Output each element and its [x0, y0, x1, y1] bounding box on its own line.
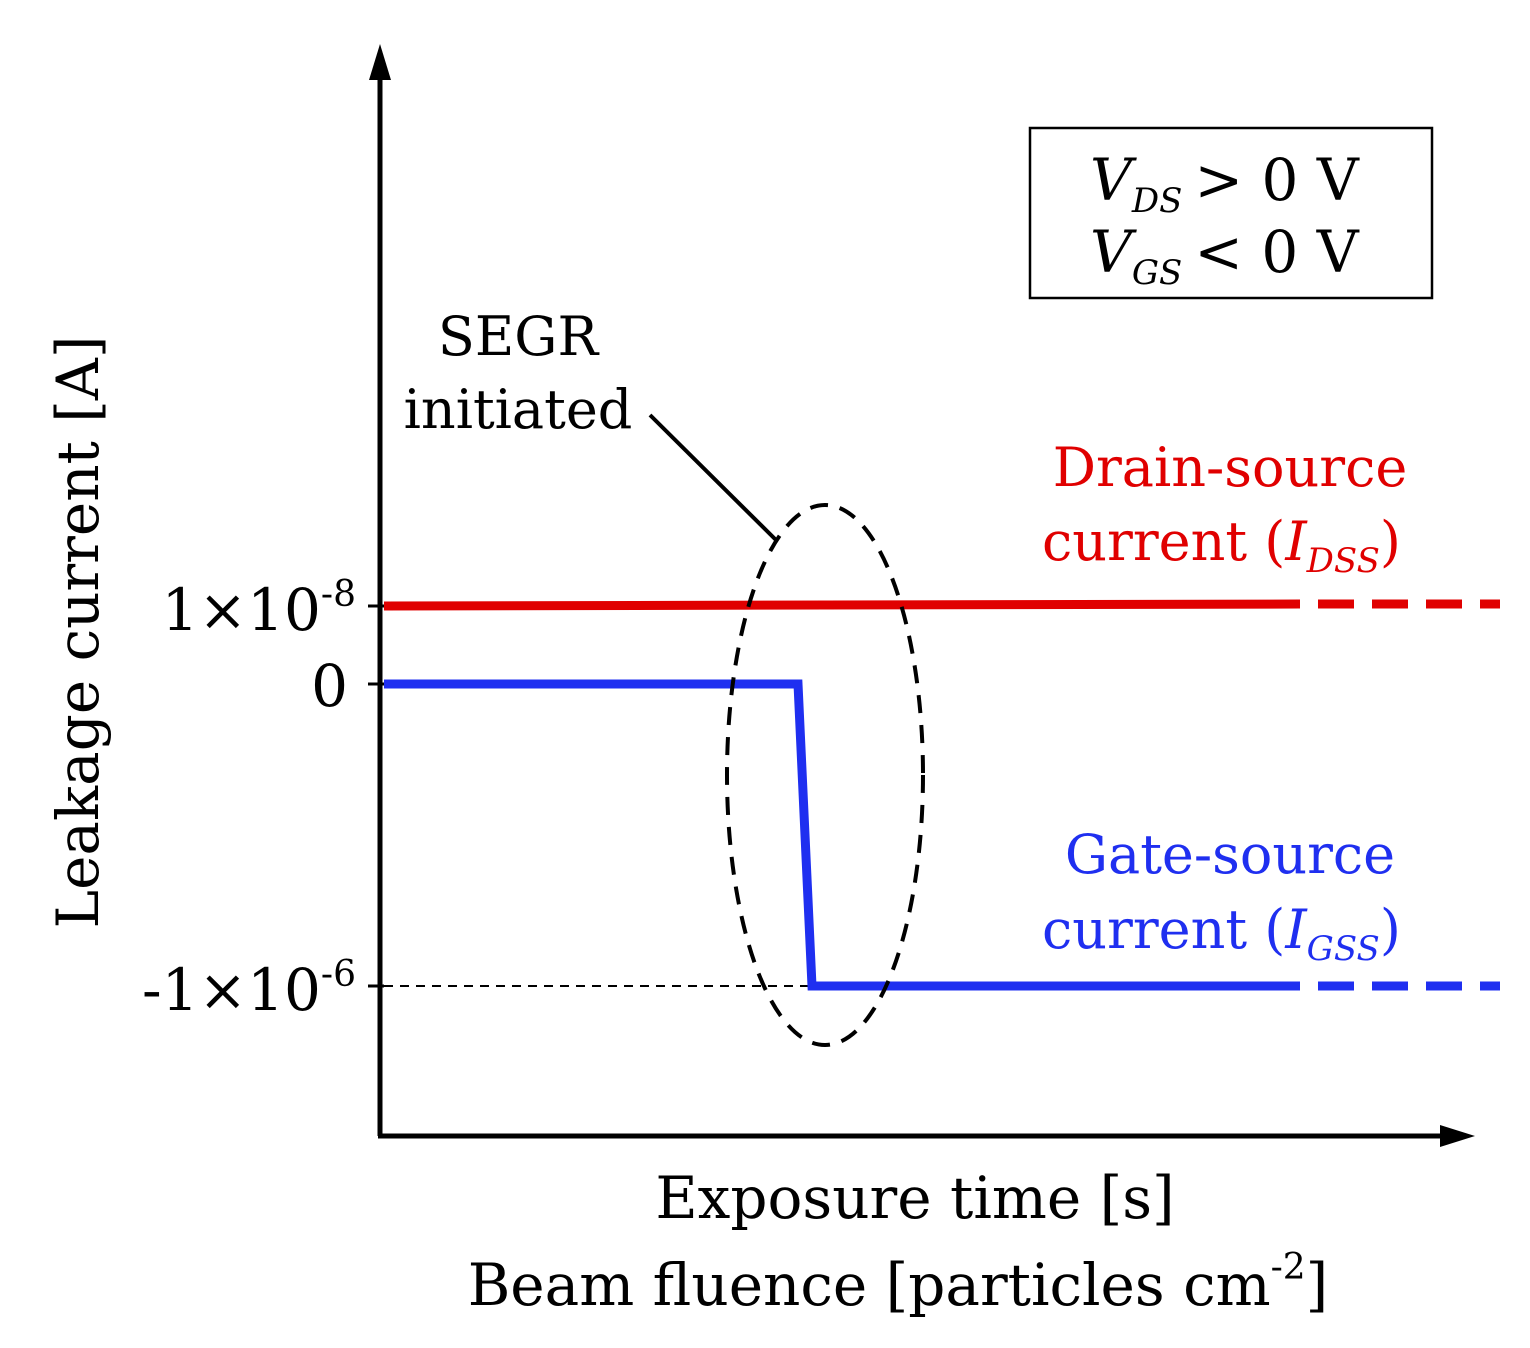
drain-source-line: [383, 599, 1301, 611]
drain-label-close: ): [1380, 510, 1401, 573]
gate-label-line1: Gate-source: [1065, 823, 1395, 886]
drain-label-line1: Drain-source: [1053, 436, 1408, 499]
x-axis-label-line2-exp: -2: [1271, 1247, 1306, 1288]
gate-label-line2: current (IGSS): [1042, 898, 1401, 969]
drain-label-text: current (: [1042, 510, 1285, 573]
gate-label-sub: GSS: [1307, 929, 1380, 969]
x-axis-label-line2-text: Beam fluence [particles cm: [468, 1251, 1271, 1319]
y-axis-label: Leakage current [A]: [44, 336, 112, 929]
gate-label-close: ): [1380, 898, 1401, 961]
condition-vds-symbol: V: [1090, 146, 1137, 214]
condition-vds-rel: > 0 V: [1194, 146, 1359, 214]
segr-leader-line: [648, 413, 778, 542]
y-axis-arrow-icon: [369, 44, 391, 80]
drain-label-sub: DSS: [1306, 541, 1380, 581]
y-tick-label-1e-8-exp: -8: [321, 574, 356, 615]
y-tick-label-neg-1e-6-exp: -6: [321, 954, 356, 995]
conditions-box: [1028, 126, 1434, 300]
x-axis-label-line2-close: ]: [1306, 1251, 1329, 1319]
y-tick-label-1e-8: 1×10-8: [162, 574, 356, 644]
x-axis-label-line2: Beam fluence [particles cm-2]: [468, 1247, 1329, 1319]
annotation-line1: SEGR: [438, 305, 600, 368]
x-axis-arrow-icon: [1440, 1125, 1475, 1147]
y-tick-label-neg-1e-6-base: -1×10: [142, 956, 321, 1024]
condition-vgs: VGS < 0 V: [1090, 218, 1360, 293]
annotation-line2: initiated: [404, 378, 633, 441]
x-axis-label-line1: Exposure time [s]: [655, 1164, 1174, 1232]
gate-label-symbol: I: [1284, 898, 1308, 961]
y-tick-label-0: 0: [311, 652, 348, 720]
gate-label-text: current (: [1042, 898, 1285, 961]
y-tick-label-neg-1e-6: -1×10-6: [142, 954, 356, 1024]
condition-vgs-symbol: V: [1090, 218, 1137, 286]
drain-label-line2: current (IDSS): [1042, 510, 1401, 581]
drain-label-symbol: I: [1284, 510, 1308, 573]
condition-vds: VDS > 0 V: [1090, 146, 1360, 221]
y-tick-label-1e-8-base: 1×10: [162, 576, 321, 644]
condition-vds-sub: DS: [1131, 181, 1183, 221]
gate-source-line: [384, 679, 1300, 991]
segr-highlight-ellipse: [725, 503, 925, 1047]
condition-vgs-rel: < 0 V: [1194, 218, 1359, 286]
condition-vgs-sub: GS: [1132, 253, 1182, 293]
